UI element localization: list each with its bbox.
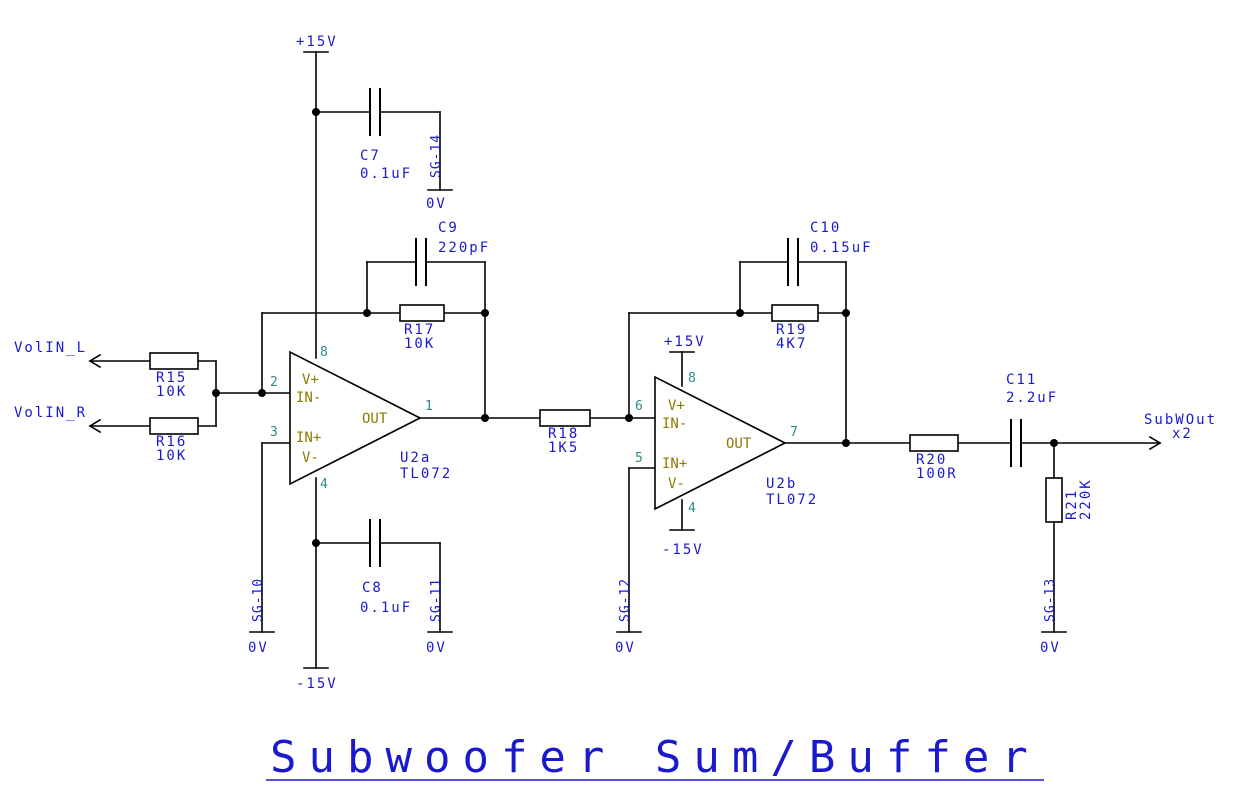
net-label-vol-in-r: VolIN_R	[14, 405, 87, 421]
ground-ref-sg14: SG-14	[429, 134, 444, 178]
net-label-vol-in-l: VolIN_L	[14, 340, 87, 356]
u2b-ref: U2b	[766, 476, 797, 492]
r15-ref: R15	[156, 370, 187, 386]
u2b-out: OUT	[726, 436, 752, 452]
input-arrow-left	[88, 353, 151, 369]
r17-value: 10K	[404, 336, 435, 352]
supply-minus-u2b: -15V	[662, 542, 704, 558]
net-label-subw-out: SubWOut	[1144, 412, 1217, 428]
supply-minus-u2a: -15V	[296, 676, 338, 692]
ground-ref-sg10: SG-10	[251, 578, 266, 622]
supply-plus-u2a: +15V	[296, 34, 338, 50]
u2a-out: OUT	[362, 411, 388, 427]
r15-value: 10K	[156, 384, 187, 400]
resistor-r18	[539, 409, 656, 427]
r17-ref: R17	[404, 322, 435, 338]
ground-ref-sg12: SG-12	[618, 578, 633, 622]
ground-label-4: 0V	[615, 640, 636, 656]
r20-ref: R20	[916, 452, 947, 468]
c9-ref: C9	[438, 220, 459, 236]
supply-plus-u2b: +15V	[664, 334, 706, 350]
u2b-pin-7: 7	[790, 425, 798, 440]
u2a-inm: IN-	[296, 390, 321, 406]
opamp-u2b	[654, 375, 911, 511]
c7-ref: C7	[360, 148, 381, 164]
ground-ref-sg11: SG-11	[429, 578, 444, 622]
u2b-supply-wires	[616, 351, 695, 633]
u2a-inp: IN+	[296, 430, 321, 446]
u2a-vminus: V-	[302, 450, 319, 466]
u2a-power-rails	[303, 51, 329, 669]
capacitor-c11	[1010, 419, 1162, 467]
u2b-vminus: V-	[668, 476, 685, 492]
u2a-pin-4: 4	[320, 477, 328, 492]
c11-value: 2.2uF	[1006, 390, 1058, 406]
u2b-part: TL072	[766, 492, 818, 508]
c7-value: 0.1uF	[360, 166, 412, 182]
resistor-r20	[909, 434, 1012, 452]
u2a-pin-3: 3	[270, 425, 278, 440]
resistor-r16	[149, 417, 217, 435]
diagram-title: Subwoofer Sum/Buffer	[270, 732, 1040, 783]
capacitor-c8	[315, 519, 453, 633]
r19-ref: R19	[776, 322, 807, 338]
c11-ref: C11	[1006, 372, 1037, 388]
u2b-pin-5: 5	[635, 451, 643, 466]
u2a-vplus: V+	[302, 372, 319, 388]
ground-label-3: 0V	[426, 640, 447, 656]
u2b-vplus: V+	[668, 398, 685, 414]
c10-value: 0.15uF	[810, 240, 873, 256]
u2b-inp: IN+	[662, 456, 687, 472]
u2a-part: TL072	[400, 466, 452, 482]
u2a-pin-1: 1	[425, 399, 433, 414]
resistor-r21	[1041, 442, 1067, 633]
ground-label-2: 0V	[248, 640, 269, 656]
u2b-pin-6: 6	[635, 399, 643, 414]
ground-label-1: 0V	[426, 196, 447, 212]
c8-value: 0.1uF	[360, 600, 412, 616]
c10-ref: C10	[810, 220, 841, 236]
u2b-feedback-loop	[628, 238, 850, 444]
r21-ref: R21	[1064, 489, 1080, 520]
input-arrow-right	[88, 418, 151, 434]
r16-ref: R16	[156, 434, 187, 450]
u2a-ref: U2a	[400, 450, 431, 466]
ground-ref-sg13: SG-13	[1043, 578, 1058, 622]
net-label-subw-out-note: x2	[1172, 426, 1193, 442]
r18-ref: R18	[548, 426, 579, 442]
feedback-u2a	[363, 238, 489, 419]
u2b-pin-8: 8	[688, 371, 696, 386]
r21-value: 220K	[1078, 478, 1094, 520]
r20-value: 100R	[916, 466, 958, 482]
u2b-inm: IN-	[662, 416, 687, 432]
r19-value: 4K7	[776, 336, 807, 352]
r16-value: 10K	[156, 448, 187, 464]
u2a-pin-8: 8	[320, 345, 328, 360]
u2a-pin-2: 2	[270, 375, 278, 390]
summing-node-wires	[212, 312, 486, 633]
capacitor-c7	[315, 88, 453, 191]
c9-value: 220pF	[438, 240, 490, 256]
r18-value: 1K5	[548, 440, 579, 456]
ground-label-6: 0V	[1040, 640, 1061, 656]
u2b-pin-4: 4	[688, 501, 696, 516]
opamp-u2a	[289, 350, 541, 486]
c8-ref: C8	[362, 580, 383, 596]
resistor-r15	[149, 352, 217, 370]
